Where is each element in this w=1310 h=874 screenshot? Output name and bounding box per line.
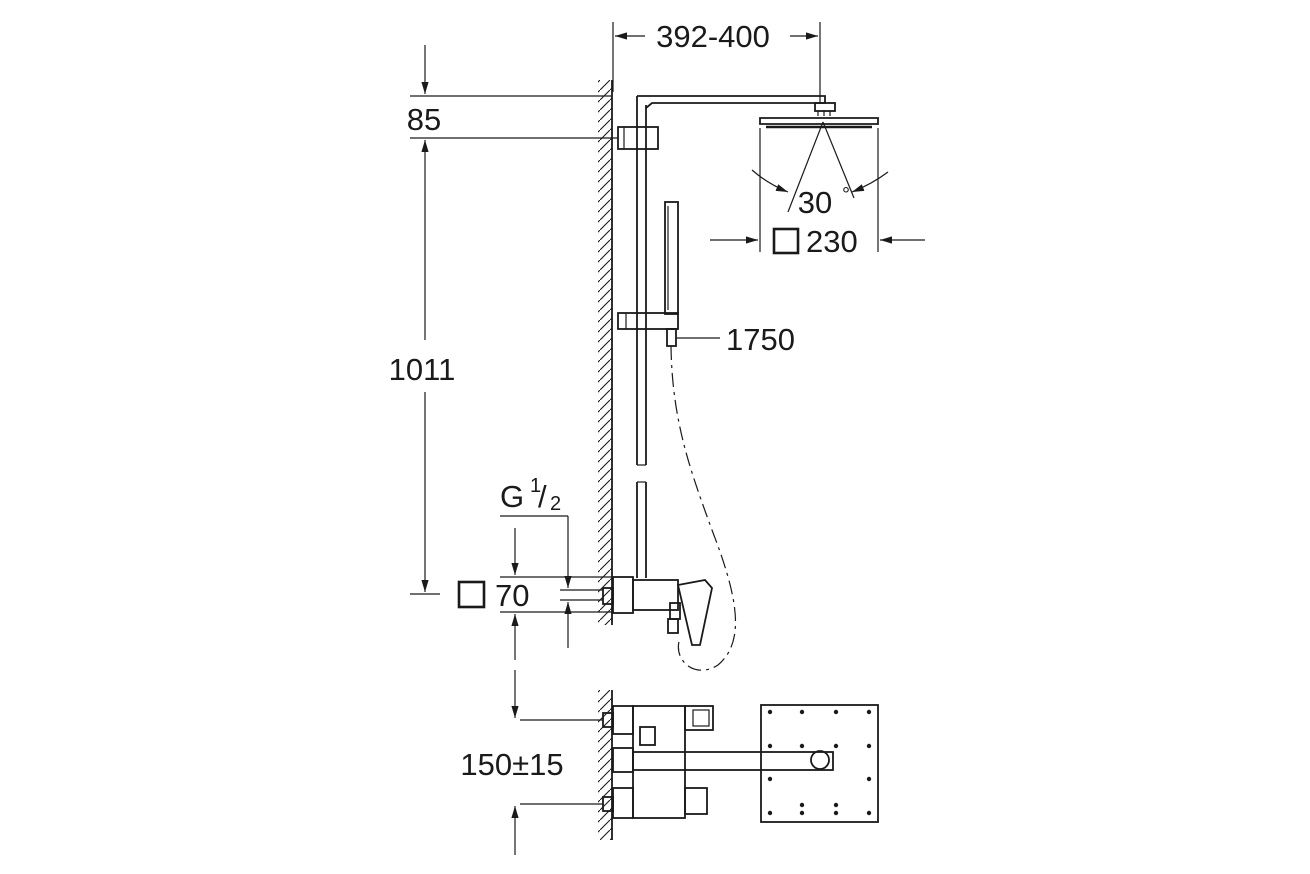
label-rosette: 70	[495, 578, 529, 613]
mixer-side-view	[560, 576, 713, 646]
label-thread-slash: /	[538, 479, 547, 514]
dim-rosette	[457, 528, 613, 660]
dim-thread	[500, 515, 572, 648]
dim-arm-reach	[612, 22, 821, 104]
label-thread: G	[500, 479, 524, 514]
head-shower	[751, 102, 889, 252]
dim-head-size	[710, 227, 925, 255]
label-column-height: 1011	[389, 352, 456, 387]
head-shower-plan-view	[760, 704, 879, 823]
label-angle-unit: °	[842, 184, 850, 206]
label-tilt-angle: 30	[798, 185, 832, 220]
wall-upper	[598, 80, 613, 625]
label-thread-num: 1	[530, 475, 541, 497]
square-symbol-icon	[772, 227, 800, 255]
label-inlet-spacing: 150±15	[460, 747, 563, 782]
dim-column-height	[410, 188, 440, 595]
square-symbol-icon	[457, 580, 486, 609]
label-arm-reach: 392-400	[656, 19, 770, 54]
dim-top-offset	[410, 45, 618, 188]
hand-shower	[617, 201, 737, 671]
shower-column	[617, 95, 826, 578]
label-hand-shower-height: 1750	[726, 322, 795, 357]
label-head-size: 230	[806, 224, 858, 259]
mixer-top-view	[520, 705, 834, 819]
label-top-offset: 85	[407, 102, 441, 137]
label-thread-den: 2	[550, 493, 561, 515]
